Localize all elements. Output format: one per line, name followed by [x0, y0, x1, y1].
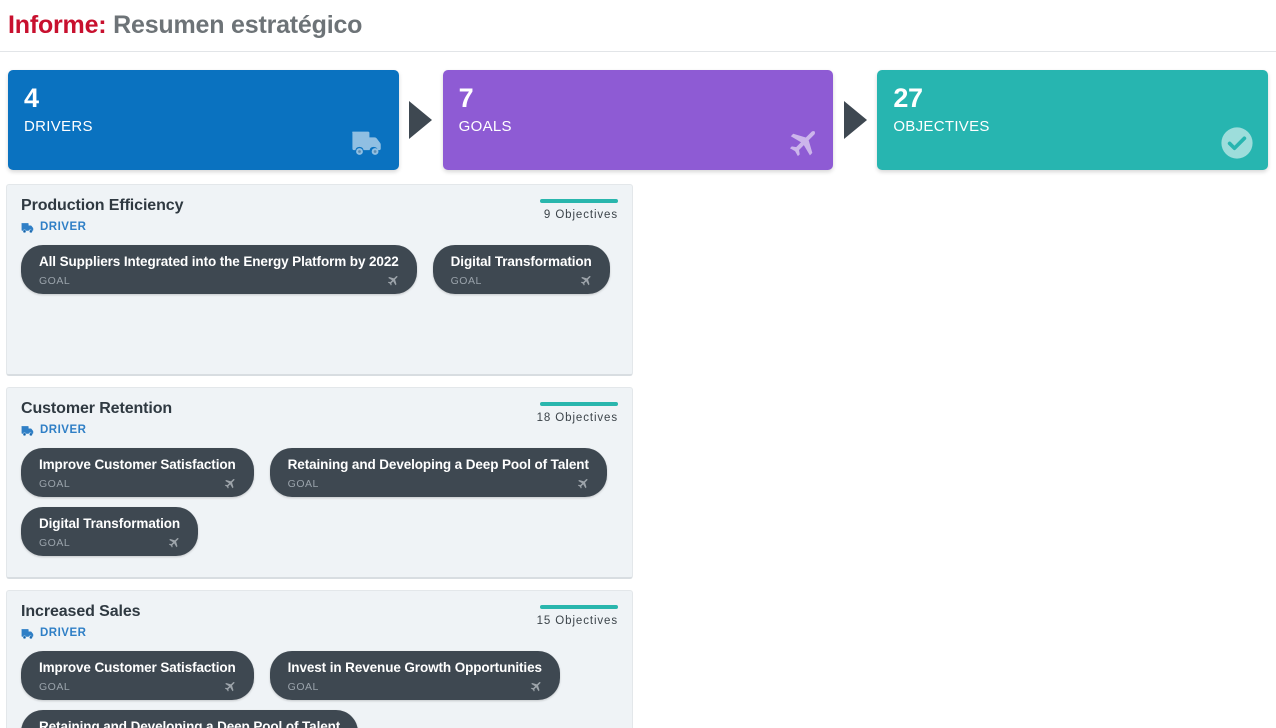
goal-footer: GOAL — [39, 477, 236, 490]
page-title-text: Resumen estratégico — [113, 11, 363, 39]
goal-list: All Suppliers Integrated into the Energy… — [21, 245, 618, 294]
plane-icon — [167, 536, 180, 549]
goal-type-label: GOAL — [39, 536, 71, 549]
goal-type-label: GOAL — [39, 680, 71, 693]
plane-icon — [785, 126, 819, 160]
page-title-label: Informe: — [8, 11, 107, 39]
kpi-label: OBJECTIVES — [893, 118, 990, 136]
goal-title: Digital Transformation — [450, 254, 592, 269]
truck-icon — [351, 126, 385, 160]
objective-accent-bar — [540, 605, 618, 609]
driver-badge: DRIVER — [21, 627, 140, 640]
triangle-right-icon — [399, 101, 443, 139]
driver-name: Production Efficiency — [21, 197, 184, 214]
goal-footer: GOAL — [288, 680, 542, 693]
goal-title: Digital Transformation — [39, 516, 181, 531]
driver-name: Customer Retention — [21, 400, 173, 417]
truck-icon — [21, 627, 35, 640]
driver-badge: DRIVER — [21, 221, 183, 234]
goal-pill[interactable]: All Suppliers Integrated into the Energy… — [21, 245, 417, 294]
goal-pill[interactable]: Retaining and Developing a Deep Pool of … — [269, 448, 607, 497]
driver-name: Increased Sales — [21, 603, 141, 620]
check-circle-icon — [1220, 126, 1254, 160]
objective-count: 9 Objectives — [543, 209, 618, 221]
kpi-label: DRIVERS — [24, 118, 93, 136]
goal-title: Retaining and Developing a Deep Pool of … — [39, 719, 341, 728]
goal-pill[interactable]: Retaining and Developing a Deep Pool of … — [21, 710, 359, 728]
goal-title: Retaining and Developing a Deep Pool of … — [287, 457, 589, 472]
plane-icon — [223, 477, 236, 490]
triangle-right-shape — [843, 101, 867, 139]
triangle-right-icon — [833, 101, 877, 139]
truck-icon — [21, 221, 35, 234]
objective-meta: 9 Objectives — [540, 197, 618, 221]
kpi-value: 7 — [458, 83, 474, 113]
driver-badge-label: DRIVER — [40, 424, 87, 436]
plane-icon — [576, 477, 589, 490]
goal-footer: GOAL — [288, 477, 589, 490]
kpi-value: 27 — [893, 83, 923, 113]
objective-meta: 18 Objectives — [537, 400, 618, 424]
page-header: Informe: Resumen estratégico — [0, 0, 1276, 52]
goal-footer: GOAL — [39, 274, 399, 287]
goal-footer: GOAL — [39, 536, 180, 549]
goal-type-label: GOAL — [287, 477, 319, 490]
kpi-value: 4 — [24, 83, 39, 113]
plane-icon — [223, 680, 236, 693]
goal-type-label: GOAL — [287, 680, 319, 693]
goal-title: All Suppliers Integrated into the Energy… — [39, 254, 399, 269]
triangle-right-shape — [409, 101, 433, 139]
goal-type-label: GOAL — [39, 274, 71, 287]
plane-icon — [386, 274, 399, 287]
truck-icon — [21, 424, 35, 437]
driver-badge-label: DRIVER — [40, 221, 87, 233]
goal-title: Invest in Revenue Growth Opportunities — [287, 660, 542, 675]
goal-title: Improve Customer Satisfaction — [39, 660, 236, 675]
plane-icon — [529, 680, 542, 693]
driver-badge: DRIVER — [21, 424, 172, 437]
objective-meta: 15 Objectives — [537, 603, 618, 627]
goal-type-label: GOAL — [39, 477, 71, 490]
plane-icon — [579, 274, 592, 287]
goal-footer: GOAL — [451, 274, 592, 287]
goal-footer: GOAL — [39, 680, 236, 693]
goal-title: Improve Customer Satisfaction — [39, 457, 236, 472]
objective-count: 18 Objectives — [536, 412, 618, 424]
driver-badge-label: DRIVER — [40, 627, 87, 639]
goal-type-label: GOAL — [450, 274, 482, 287]
objective-accent-bar — [540, 402, 618, 406]
objective-accent-bar — [540, 199, 618, 203]
kpi-label: GOALS — [458, 118, 512, 136]
page-title: Informe: Resumen estratégico — [8, 11, 362, 40]
objective-count: 15 Objectives — [536, 615, 618, 627]
